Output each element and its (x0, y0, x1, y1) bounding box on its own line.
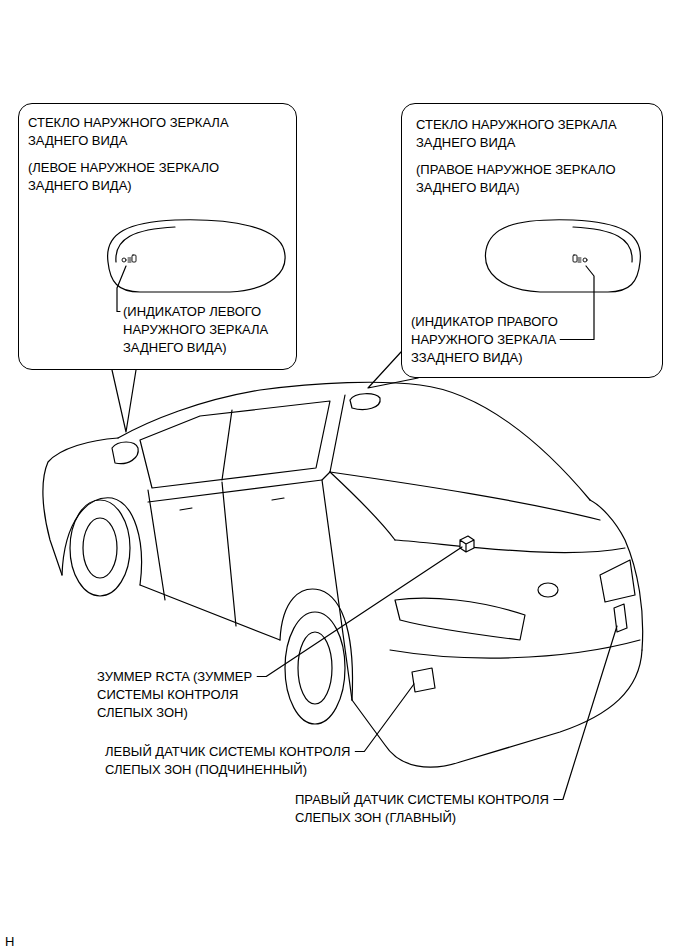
callout-tail (112, 370, 136, 432)
leader-line (554, 626, 617, 800)
callout-box: СТЕКЛО НАРУЖНОГО ЗЕРКАЛА ЗАДНЕГО ВИДА (ЛЕ… (18, 103, 297, 370)
part-label: ЗУММЕР RCTA (ЗУММЕР СИСТЕМЫ КОНТРОЛЯ СЛЕ… (97, 668, 279, 722)
part-label: ЛЕВЫЙ ДАТЧИК СИСТЕМЫ КОНТРОЛЯ СЛЕПЫХ ЗОН… (105, 743, 377, 779)
blind-spot-sensor (412, 668, 435, 692)
outer-mirror (112, 442, 138, 464)
indicator-label: (ИНДИКАТОР ЛЕВОГО НАРУЖНОГО ЗЕРКАЛА ЗАДН… (123, 303, 303, 357)
leader-line (355, 684, 414, 752)
indicator-label: (ИНДИКАТОР ПРАВОГО НАРУЖНОГО ЗЕРКАЛА ЗЗА… (411, 313, 591, 367)
part-label: ПРАВЫЙ ДАТЧИК СИСТЕМЫ КОНТРОЛЯ СЛЕПЫХ ЗО… (295, 791, 567, 827)
mirror-glass (108, 220, 285, 292)
callout-text: (ЛЕВОЕ НАРУЖНОЕ ЗЕРКАЛО ЗАДНЕГО ВИДА) (28, 159, 268, 195)
outer-mirror (350, 394, 380, 410)
indicator-icon (122, 255, 136, 262)
callout-text: СТЕКЛО НАРУЖНОГО ЗЕРКАЛА ЗАДНЕГО ВИДА (416, 116, 656, 152)
leader-line (560, 266, 594, 340)
callout-text: (ПРАВОЕ НАРУЖНОЕ ЗЕРКАЛО ЗАДНЕГО ВИДА) (416, 161, 656, 197)
car-body (43, 382, 643, 767)
indicator-icon (573, 255, 587, 262)
mirror-glass-edge (116, 227, 175, 262)
figure-code: H (5, 933, 25, 951)
mirror-glass-edge (573, 227, 632, 262)
rcta-buzzer (460, 536, 474, 552)
leader-line (257, 547, 462, 677)
callout-box: СТЕКЛО НАРУЖНОГО ЗЕРКАЛА ЗАДНЕГО ВИДА (ПР… (401, 103, 663, 378)
callout-text: СТЕКЛО НАРУЖНОГО ЗЕРКАЛА ЗАДНЕГО ВИДА (28, 114, 268, 150)
mirror-glass (485, 220, 640, 292)
